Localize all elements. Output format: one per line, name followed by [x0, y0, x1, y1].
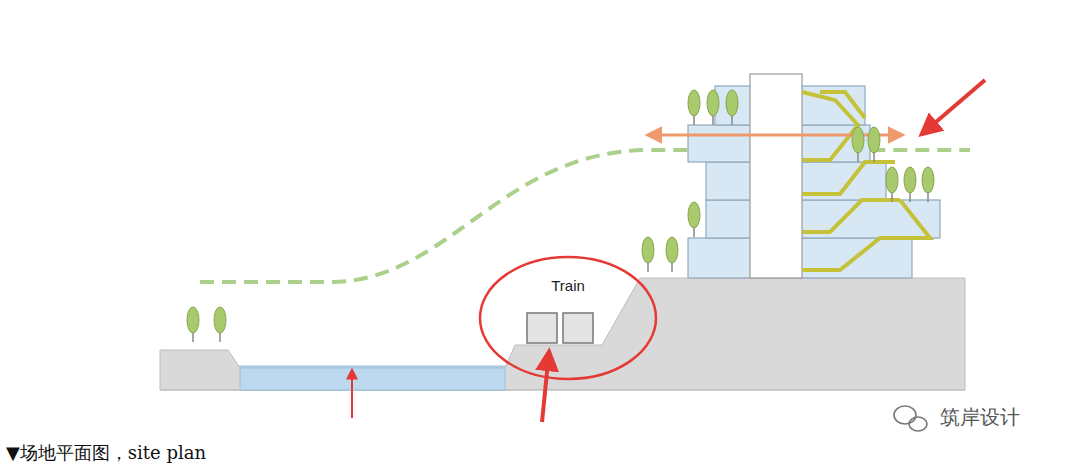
callout-ellipse — [478, 255, 658, 381]
train-callout: Train — [478, 255, 658, 381]
red-arrow — [542, 352, 549, 422]
ramp — [802, 92, 930, 270]
river — [240, 368, 505, 390]
train-car — [563, 313, 593, 343]
train-car — [527, 313, 557, 343]
red-arrow — [922, 80, 985, 134]
building — [688, 74, 940, 278]
watermark: 筑岸设计 — [940, 404, 1020, 431]
river — [232, 366, 514, 390]
node-label: Train — [478, 255, 658, 294]
red-arrow — [351, 370, 353, 418]
tree — [187, 90, 934, 342]
wechat-icon — [894, 406, 927, 431]
caption: ▼场地平面图，site plan — [6, 441, 206, 465]
ground-section — [160, 278, 965, 390]
green-path — [200, 150, 970, 282]
